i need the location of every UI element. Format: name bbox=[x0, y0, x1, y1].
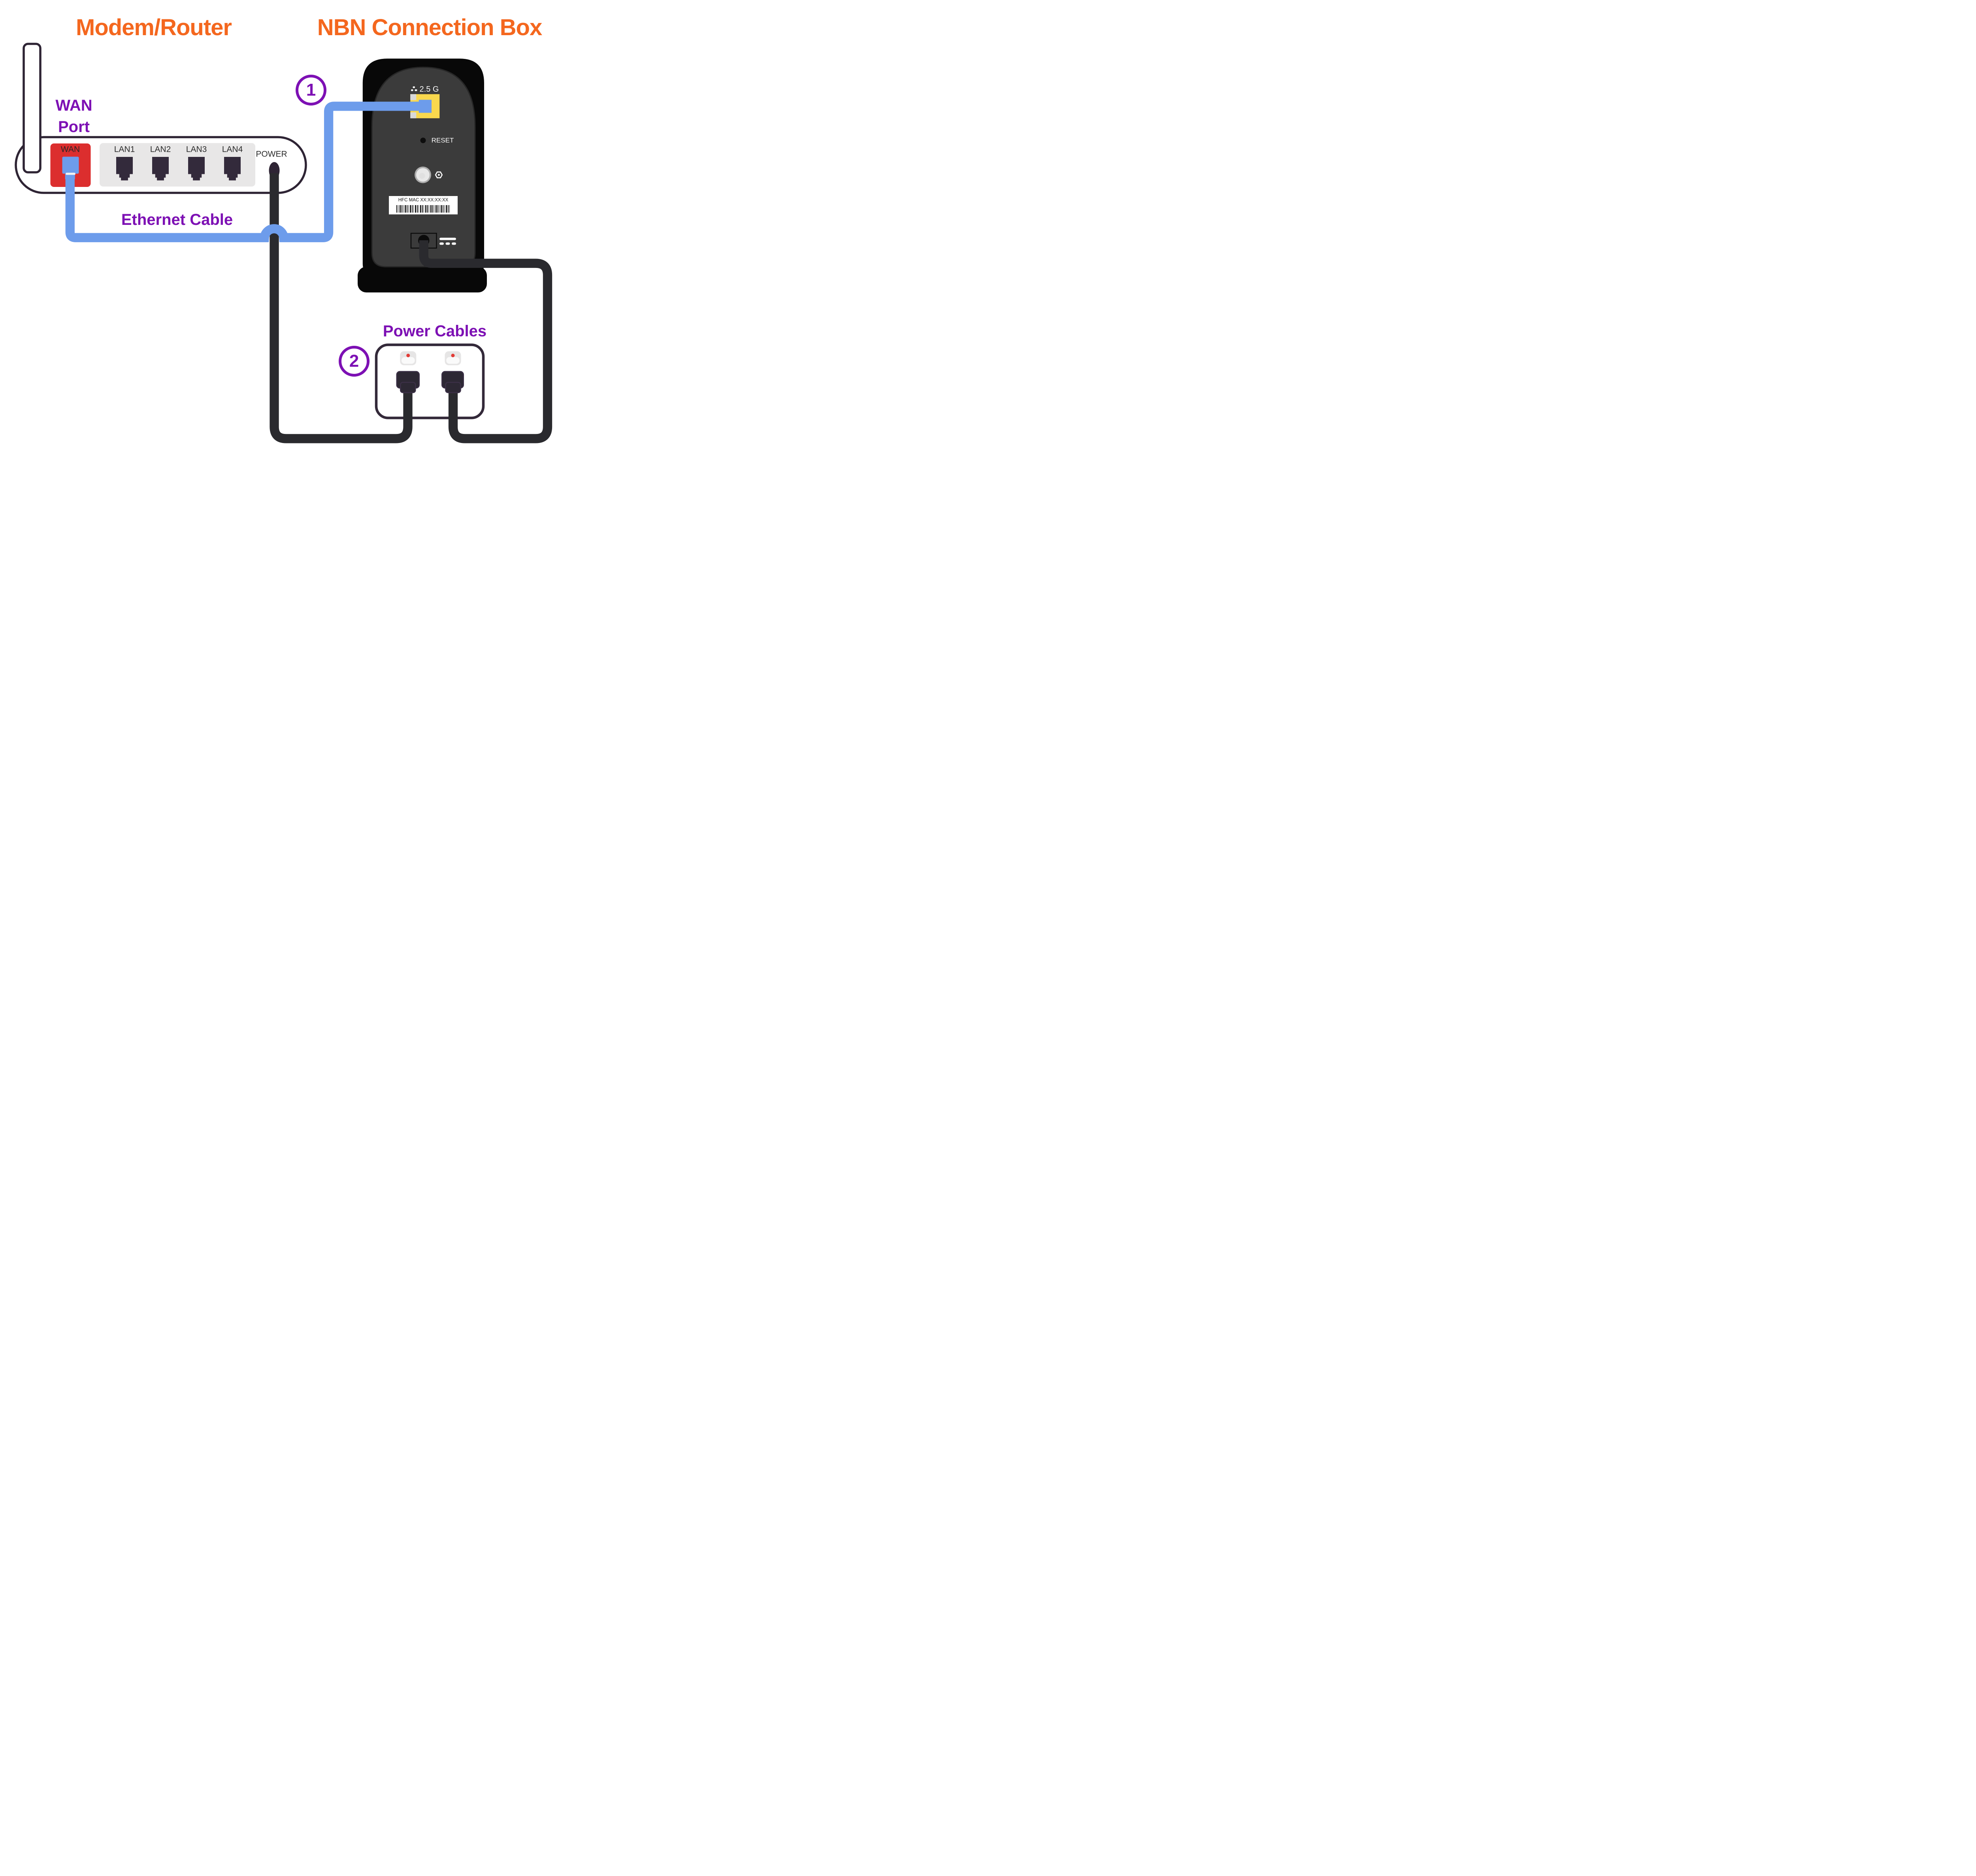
dc-symbol-icon bbox=[439, 238, 456, 245]
ethernet-plug-wan bbox=[62, 156, 79, 179]
lan3-jack-icon bbox=[188, 157, 205, 181]
mac-label-text: HFC MAC XX:XX:XX:XX bbox=[398, 198, 449, 203]
power-plug-right bbox=[441, 371, 464, 393]
reset-label: RESET bbox=[431, 136, 454, 144]
lan3-label: LAN3 bbox=[186, 145, 207, 154]
lan2-jack-icon bbox=[152, 157, 169, 181]
hex-nut-icon bbox=[435, 171, 443, 179]
wan-port-annotation-line1: WAN bbox=[55, 97, 92, 114]
step-1-badge: 1 bbox=[296, 75, 326, 106]
lan4-label: LAN4 bbox=[222, 145, 243, 154]
router-antenna bbox=[23, 43, 41, 173]
lan-jacks bbox=[116, 157, 241, 181]
ethernet-plug-nbn bbox=[419, 100, 432, 113]
power-cables-annotation: Power Cables bbox=[383, 322, 487, 340]
switch-indicator-dot bbox=[406, 354, 410, 357]
step-2-badge: 2 bbox=[339, 346, 370, 377]
title-nbn-connection-box: NBN Connection Box bbox=[317, 15, 542, 40]
power-outlet bbox=[375, 343, 485, 419]
lan-panel bbox=[100, 143, 255, 187]
lan1-label: LAN1 bbox=[114, 145, 135, 154]
diagram-canvas: Modem/Router NBN Connection Box WAN Port… bbox=[0, 0, 574, 469]
wan-port-annotation-line2: Port bbox=[58, 118, 90, 136]
power-cable-router bbox=[270, 173, 413, 443]
coax-connector bbox=[415, 166, 431, 183]
switch-indicator-dot bbox=[451, 354, 455, 357]
power-label: POWER bbox=[256, 149, 287, 159]
lan1-jack-icon bbox=[116, 157, 133, 181]
lan4-jack-icon bbox=[224, 157, 241, 181]
power-cable-nbn bbox=[419, 240, 552, 443]
nbn-box-base bbox=[358, 267, 487, 292]
outlet-switch-right bbox=[445, 351, 461, 366]
barcode bbox=[396, 205, 451, 213]
plug-latch bbox=[66, 173, 75, 175]
reset-button bbox=[420, 138, 426, 143]
ethernet-cable-annotation: Ethernet Cable bbox=[121, 211, 233, 228]
power-plug-left bbox=[396, 371, 420, 393]
wan-port-label: WAN bbox=[60, 145, 80, 154]
title-modem-router: Modem/Router bbox=[76, 15, 232, 40]
diagram-artwork bbox=[15, 43, 552, 443]
outlet-switch-left bbox=[400, 351, 417, 366]
ethernet-cable bbox=[65, 102, 422, 242]
lan2-label: LAN2 bbox=[150, 145, 171, 154]
ethernet-icon bbox=[411, 86, 417, 91]
nbn-port-speed-label: 2.5 G bbox=[419, 85, 439, 94]
